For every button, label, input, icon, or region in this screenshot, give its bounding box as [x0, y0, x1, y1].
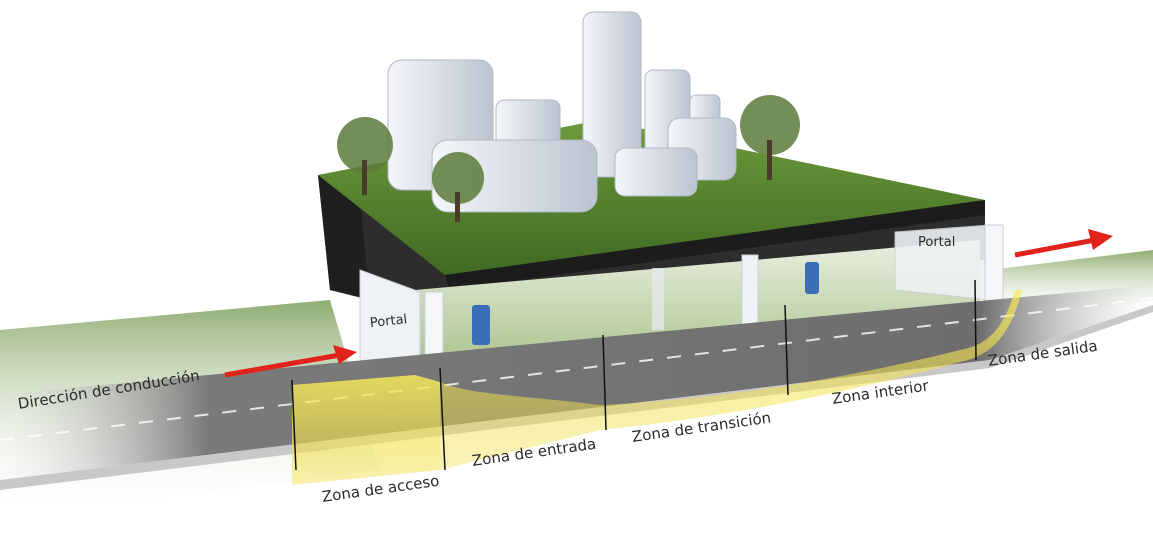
tree-left [337, 117, 393, 195]
direction-arrow-in [224, 345, 357, 378]
tunnel-pillars [652, 254, 759, 330]
trees [337, 95, 800, 222]
portal-right-label: Portal [918, 235, 956, 250]
direction-arrow-out [1014, 229, 1113, 258]
portal-right-structure [894, 224, 1004, 316]
soil-edge [445, 200, 985, 290]
zone-dividers [291, 279, 977, 471]
road-curb [0, 305, 1153, 490]
tree-right [740, 95, 800, 180]
tree-center [432, 152, 484, 222]
light-profile [292, 290, 1022, 485]
